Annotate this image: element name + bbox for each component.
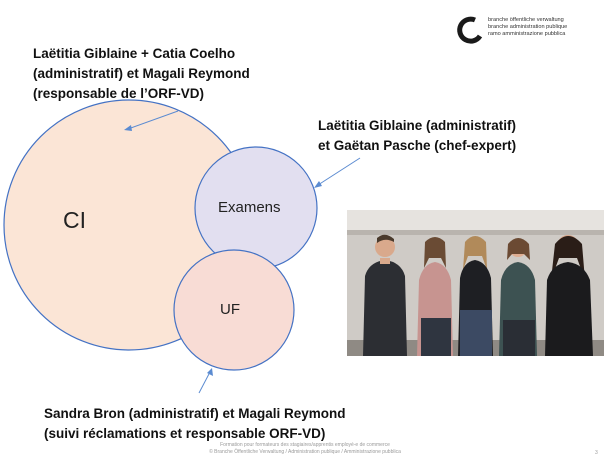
logo-line-3: ramo amministrazione pubblica: [488, 31, 566, 37]
page-number: 3: [595, 450, 598, 456]
footer-line-1: Formation pour formateurs des stagiaires…: [220, 442, 390, 448]
ci-pointer-line: [127, 110, 179, 130]
uf-team-line-1: Sandra Bron (administratif) et Magali Re…: [44, 406, 346, 421]
uf-circle: [173, 249, 295, 371]
person-4: [499, 238, 537, 356]
uf-pointer-line: [198, 371, 211, 394]
logo-text: branche öffentliche verwaltung branche a…: [488, 17, 567, 38]
footer-line-2: © Branche Öffentliche Verwaltung / Admin…: [209, 449, 401, 455]
uf-label: UF: [220, 301, 240, 318]
uf-team-text: Sandra Bron (administratif) et Magali Re…: [44, 404, 346, 444]
examens-team-text: Laëtitia Giblaine (administratif) et Gaë…: [318, 116, 516, 156]
team-photo: [347, 210, 604, 356]
person-5: [545, 235, 593, 356]
ci-pointer-arrowhead: [124, 125, 132, 131]
person-3: [458, 236, 493, 356]
logo-line-1: branche öffentliche verwaltung: [488, 17, 564, 23]
examens-pointer-line: [317, 157, 361, 186]
uf-pointer-arrowhead: [207, 368, 213, 376]
ci-team-line-3: (responsable de l’ORF-VD): [33, 86, 205, 101]
examens-team-line-1: Laëtitia Giblaine (administratif): [318, 118, 517, 133]
ci-team-line-1: Laëtitia Giblaine + Catia Coelho: [33, 46, 236, 61]
ci-label: CI: [63, 207, 86, 233]
ci-team-line-2: (administratif) et Magali Reymond: [33, 66, 250, 81]
examens-label: Examens: [218, 199, 281, 216]
person-2: [417, 237, 453, 356]
uf-team-line-2: (suivi réclamations et responsable ORF-V…: [44, 426, 326, 441]
branche-logo-icon: [457, 16, 483, 44]
person-1: [363, 234, 407, 356]
examens-team-line-2: et Gaëtan Pasche (chef-expert): [318, 138, 517, 153]
logo-line-2: branche administration publique: [488, 24, 568, 30]
ci-team-text: Laëtitia Giblaine + Catia Coelho (admini…: [33, 44, 250, 104]
examens-pointer-arrowhead: [314, 181, 322, 188]
